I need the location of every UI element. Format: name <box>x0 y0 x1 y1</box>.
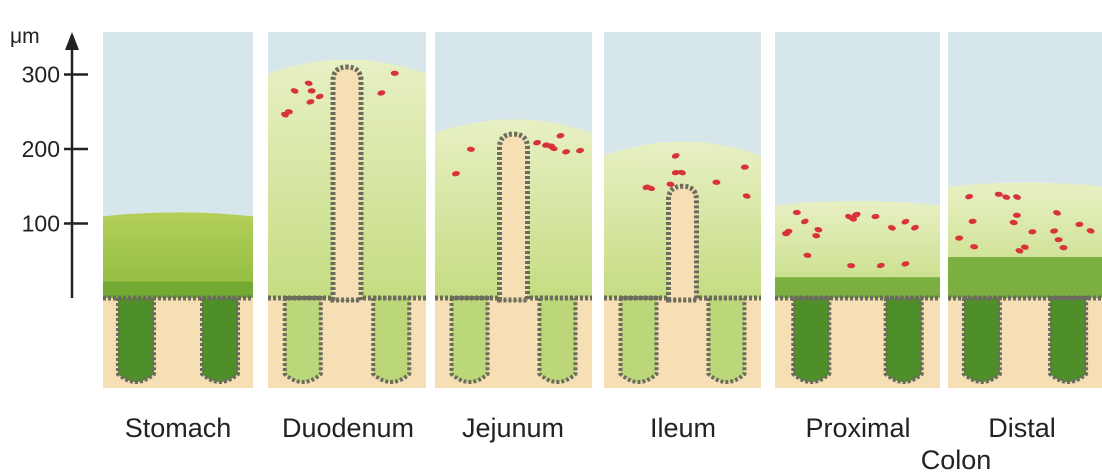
panel-stomach <box>103 32 253 388</box>
tick-label-200: 200 <box>22 136 60 162</box>
villus <box>500 134 528 300</box>
crypt <box>285 298 321 382</box>
bacterium <box>1055 237 1063 242</box>
panel-duodenum <box>268 32 426 388</box>
panels <box>103 32 1102 388</box>
axis-arrow-icon <box>65 32 79 50</box>
crypt <box>452 298 488 382</box>
crypt <box>202 298 238 382</box>
crypt <box>118 298 154 382</box>
inner-mucus-layer <box>948 257 1102 298</box>
label-stomach: Stomach <box>125 413 232 443</box>
panel-labels: Stomach Duodenum Jejunum Ileum Proximal … <box>125 413 1056 475</box>
crypt <box>1050 298 1086 382</box>
axis-unit: μm <box>10 25 40 48</box>
y-axis: μm 300 200 100 <box>10 25 88 298</box>
inner-mucus-layer <box>775 277 940 298</box>
crypt <box>708 298 744 382</box>
crypt <box>621 298 657 382</box>
panel-distal <box>948 32 1102 388</box>
label-colon: Colon <box>921 445 992 475</box>
bacterium <box>391 71 399 76</box>
tick-label-300: 300 <box>22 62 60 88</box>
label-proximal: Proximal <box>805 413 910 443</box>
bacterium <box>308 88 316 93</box>
crypt <box>793 298 829 382</box>
villus <box>669 186 697 300</box>
panel-proximal <box>775 32 940 388</box>
panel-ileum <box>604 32 761 388</box>
crypt <box>373 298 409 382</box>
label-duodenum: Duodenum <box>282 413 414 443</box>
label-ileum: Ileum <box>650 413 716 443</box>
panel-jejunum <box>435 32 592 388</box>
crypt <box>886 298 922 382</box>
label-distal: Distal <box>988 413 1056 443</box>
label-jejunum: Jejunum <box>462 413 564 443</box>
tick-label-100: 100 <box>22 211 60 237</box>
crypt <box>539 298 575 382</box>
villus <box>333 67 361 300</box>
crypt <box>964 298 1000 382</box>
